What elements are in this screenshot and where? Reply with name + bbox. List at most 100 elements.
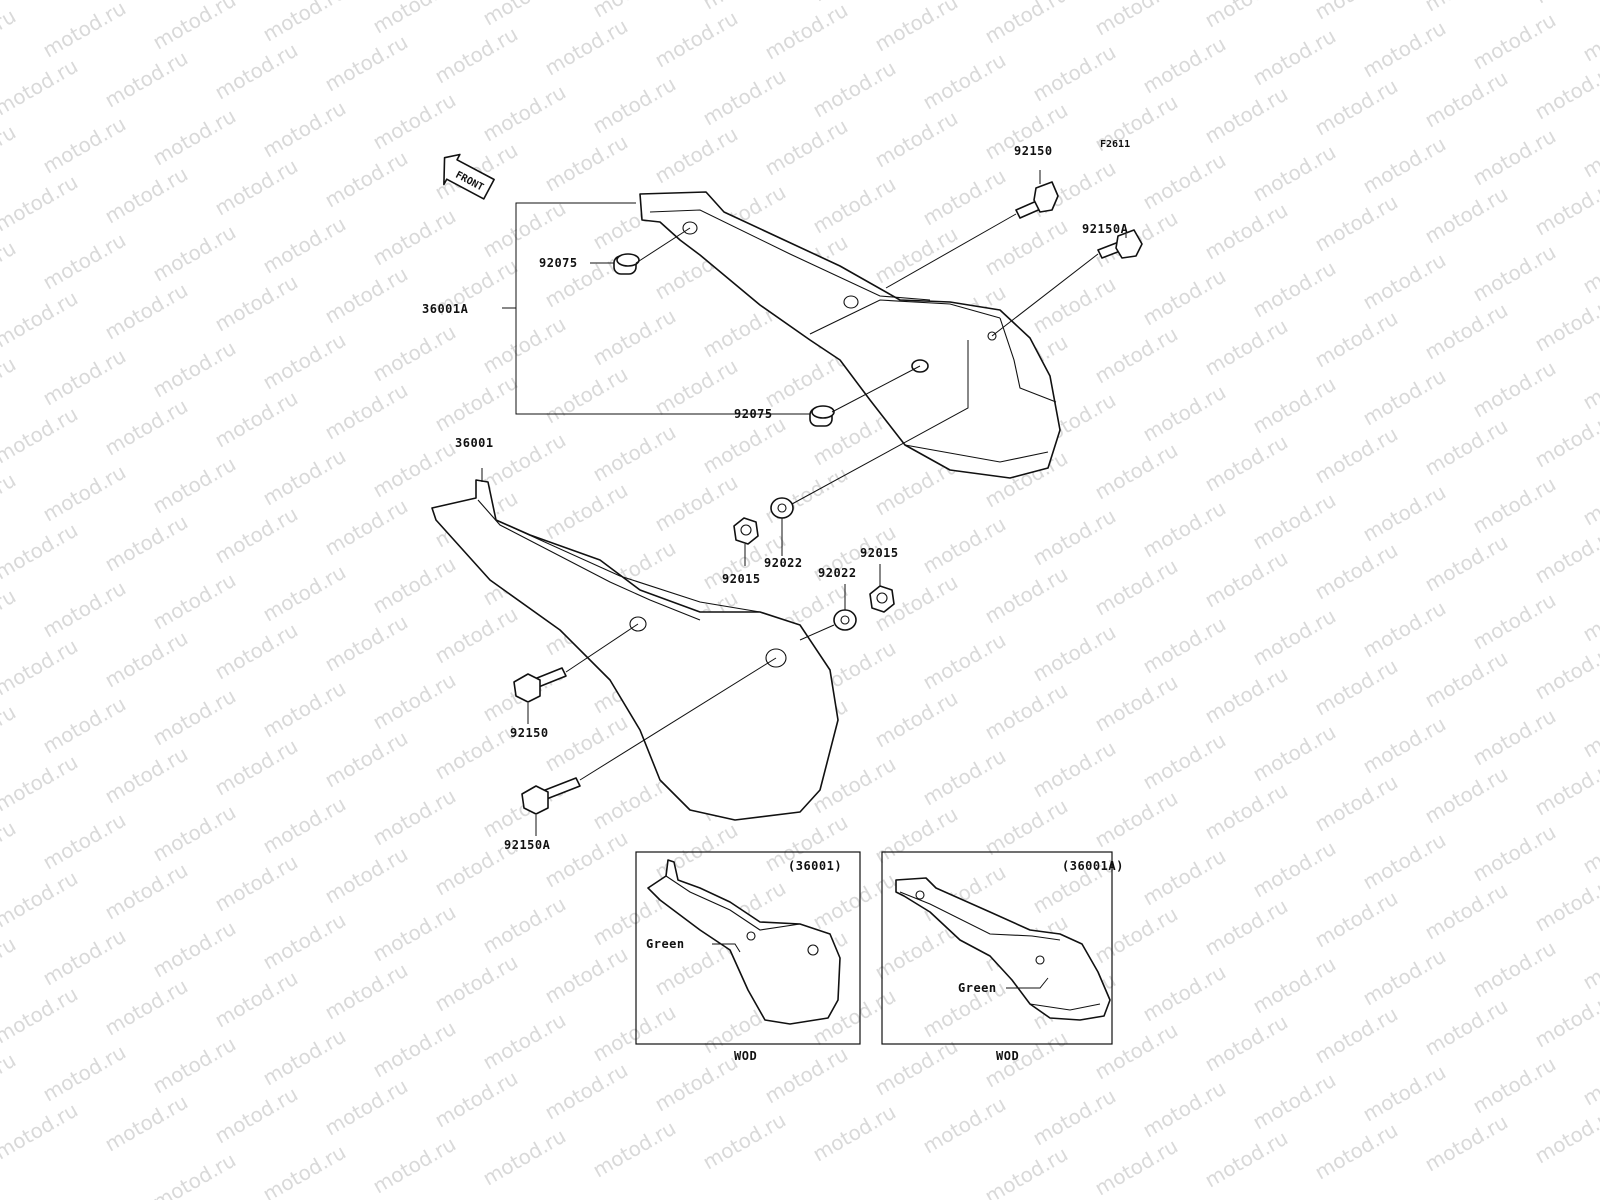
watermark-text: motod.ru: [149, 684, 240, 751]
inset-title-36001: (36001): [788, 859, 842, 873]
watermark-text: motod.ru: [39, 692, 130, 759]
watermark-text: motod.ru: [651, 122, 742, 189]
watermark-text: motod.ru: [1469, 1052, 1560, 1119]
watermark-text: motod.ru: [1531, 0, 1600, 8]
callout-92015-mid: 92015: [722, 572, 761, 586]
watermark-text: motod.ru: [1029, 736, 1120, 803]
watermark-text: motod.ru: [479, 892, 570, 959]
watermark-text: motod.ru: [871, 802, 962, 869]
watermark-text: motod.ru: [39, 0, 130, 62]
callout-92022-mid: 92022: [764, 556, 803, 570]
watermark-text: motod.ru: [1091, 554, 1182, 621]
watermark-text: motod.ru: [101, 46, 192, 113]
watermark-text: motod.ru: [1091, 786, 1182, 853]
watermark-text: motod.ru: [149, 336, 240, 403]
watermark-text: motod.ru: [761, 1042, 852, 1109]
watermark-text: motod.ru: [259, 0, 350, 46]
watermark-text: motod.ru: [1091, 902, 1182, 969]
watermark-text: motod.ru: [431, 370, 522, 437]
watermark-text: motod.ru: [1029, 620, 1120, 687]
watermark-text: motod.ru: [1469, 936, 1560, 1003]
watermark-text: motod.ru: [259, 212, 350, 279]
watermark-text: motod.ru: [1029, 272, 1120, 339]
watermark-text: motod.ru: [589, 304, 680, 371]
watermark-text: motod.ru: [871, 0, 962, 56]
watermark-text: motod.ru: [1249, 488, 1340, 555]
watermark-text: motod.ru: [541, 710, 632, 777]
watermark-text: motod.ru: [1531, 290, 1600, 357]
watermark-text: motod.ru: [1201, 314, 1292, 381]
watermark-text: motod.ru: [211, 270, 302, 337]
watermark-text: motod.ru: [541, 130, 632, 197]
watermark-text: motod.ru: [1579, 1044, 1600, 1111]
callout-92015-right: 92015: [860, 546, 899, 560]
watermark-text: motod.ru: [1029, 504, 1120, 571]
watermark-text: motod.ru: [1311, 538, 1402, 605]
watermark-text: motod.ru: [1531, 406, 1600, 473]
watermark-text: motod.ru: [809, 868, 900, 935]
watermark-text: motod.ru: [0, 750, 82, 817]
watermark-text: motod.ru: [0, 170, 82, 237]
watermark-text: motod.ru: [1311, 770, 1402, 837]
watermark-text: motod.ru: [1139, 844, 1230, 911]
watermark-text: motod.ru: [479, 1008, 570, 1075]
watermark-text: motod.ru: [1091, 670, 1182, 737]
watermark-text: motod.ru: [1201, 430, 1292, 497]
watermark-text: motod.ru: [1091, 1134, 1182, 1200]
watermark-text: motod.ru: [101, 626, 192, 693]
watermark-text: motod.ru: [0, 4, 20, 71]
watermark-text: motod.ru: [1469, 704, 1560, 771]
watermark-text: motod.ru: [1091, 1018, 1182, 1085]
watermark-text: motod.ru: [919, 628, 1010, 695]
watermark-text: motod.ru: [1531, 1102, 1600, 1169]
watermark-text: motod.ru: [1531, 522, 1600, 589]
callout-92150A-bottom: 92150A: [504, 838, 551, 852]
watermark-text: motod.ru: [369, 668, 460, 735]
watermark-text: motod.ru: [321, 1074, 412, 1141]
watermark-text: motod.ru: [321, 146, 412, 213]
watermark-text: motod.ru: [211, 154, 302, 221]
watermark-text: motod.ru: [761, 114, 852, 181]
watermark-text: motod.ru: [369, 1132, 460, 1199]
watermark-text: motod.ru: [1359, 132, 1450, 199]
watermark-text: motod.ru: [1201, 0, 1292, 32]
watermark-text: motod.ru: [0, 816, 20, 883]
watermark-text: motod.ru: [369, 552, 460, 619]
watermark-text: motod.ru: [1421, 878, 1512, 945]
watermark-text: motod.ru: [0, 468, 20, 535]
watermark-text: motod.ru: [0, 352, 20, 419]
watermark-text: motod.ru: [1091, 0, 1182, 40]
watermark-text: motod.ru: [0, 866, 82, 933]
watermark-text: motod.ru: [39, 808, 130, 875]
watermark-text: motod.ru: [1359, 248, 1450, 315]
watermark-text: motod.ru: [39, 924, 130, 991]
watermark-text: motod.ru: [149, 0, 240, 54]
watermark-text: motod.ru: [1091, 438, 1182, 505]
watermark-text: motod.ru: [149, 452, 240, 519]
watermark-text: motod.ru: [1359, 16, 1450, 83]
watermark-text: motod.ru: [871, 106, 962, 173]
watermark-text: motod.ru: [1359, 712, 1450, 779]
callout-36001: 36001: [455, 436, 494, 450]
watermark-text: motod.ru: [211, 850, 302, 917]
watermark-text: motod.ru: [1311, 0, 1402, 24]
watermark-text: motod.ru: [479, 312, 570, 379]
watermark-text: motod.ru: [101, 1090, 192, 1157]
watermark-text: motod.ru: [431, 22, 522, 89]
watermark-text: motod.ru: [761, 462, 852, 529]
watermark-text: motod.ru: [919, 744, 1010, 811]
watermark-text: motod.ru: [259, 908, 350, 975]
watermark-text: motod.ru: [149, 1148, 240, 1200]
watermark-text: motod.ru: [651, 470, 742, 537]
watermark-text: motod.ru: [699, 1108, 790, 1175]
watermark-text: motod.ru: [0, 584, 20, 651]
watermark-text: motod.ru: [1201, 662, 1292, 729]
watermark-text: motod.ru: [101, 278, 192, 345]
watermark-text: motod.ru: [1531, 870, 1600, 937]
watermark-text: motod.ru: [1201, 198, 1292, 265]
watermark-text: motod.ru: [809, 172, 900, 239]
watermark-text: motod.ru: [1311, 654, 1402, 721]
watermark-text: motod.ru: [479, 196, 570, 263]
watermark-text: motod.ru: [1531, 986, 1600, 1053]
